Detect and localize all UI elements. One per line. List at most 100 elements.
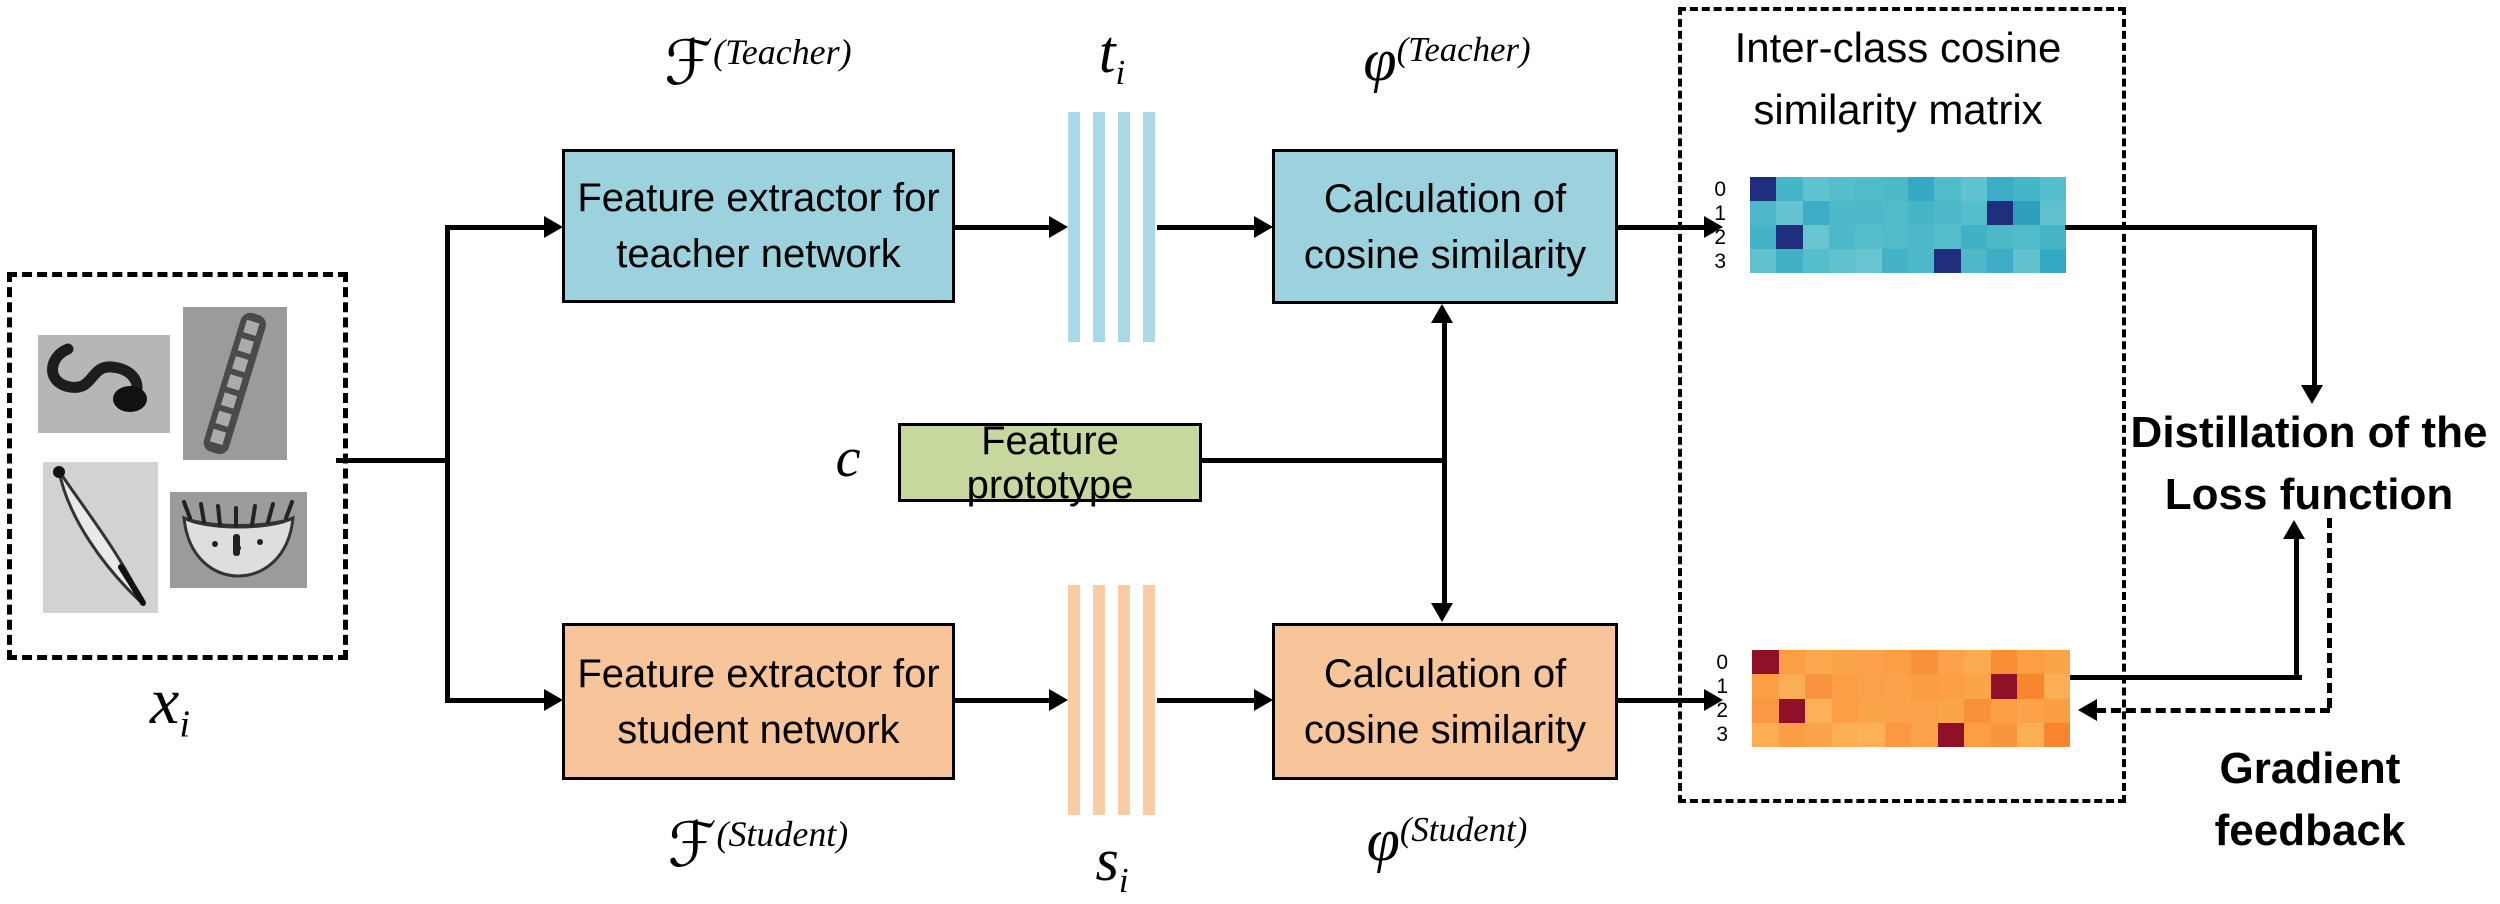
matrix-cell xyxy=(1802,225,1829,249)
arrowhead-input-to-student xyxy=(544,689,563,711)
matrix-cell xyxy=(1750,249,1777,273)
matrix-cell xyxy=(1960,177,1987,201)
matrix-cell xyxy=(1964,674,1991,699)
matrix-cell xyxy=(2017,722,2044,747)
arrow-teacher-cosine-to-matrix xyxy=(1618,225,1704,230)
matrix-cell xyxy=(1855,201,1882,225)
matrix-cell xyxy=(1934,249,1961,273)
matrix-cell xyxy=(2013,249,2040,273)
arrowhead-to-loss-function xyxy=(2283,520,2305,539)
arrow-teacher-to-features xyxy=(955,225,1049,230)
matrix-cell xyxy=(1911,674,1938,699)
matrix-cell xyxy=(1937,722,1964,747)
plankton-worm-image xyxy=(38,335,170,433)
matrix-cell xyxy=(1752,674,1779,699)
arrow-features-to-student-cosine xyxy=(1157,698,1254,703)
input-sample-dashed-box xyxy=(7,272,348,660)
matrix-cell xyxy=(1750,177,1777,201)
matrix-cell xyxy=(1776,177,1803,201)
matrix-cell xyxy=(1908,249,1935,273)
teacher-cosine-label-line2: cosine similarity xyxy=(1303,232,1587,277)
matrix-cell xyxy=(1934,225,1961,249)
matrix-cell xyxy=(1964,698,1991,723)
matrix-cell xyxy=(1960,201,1987,225)
matrix-row-label: 0 xyxy=(1716,650,1728,674)
distillation-loss-line2: Loss function xyxy=(2164,470,2454,519)
matrix-cell xyxy=(1881,249,1908,273)
feature-bar xyxy=(1093,112,1105,342)
input-symbol-label: xi xyxy=(150,665,190,746)
matrix-row-label: 3 xyxy=(1716,723,1728,747)
matrix-cell xyxy=(1908,225,1935,249)
matrix-cell xyxy=(1778,722,1805,747)
matrix-cell xyxy=(1908,177,1935,201)
student-extractor-label-line2: student network xyxy=(617,707,900,752)
matrix-cell xyxy=(1831,698,1858,723)
arrow-student-to-features xyxy=(955,698,1049,703)
feature-prototype-box: Feature prototype xyxy=(898,419,1202,507)
matrix-cell xyxy=(1750,201,1777,225)
matrix-cell xyxy=(1937,650,1964,675)
arrowhead-input-to-teacher xyxy=(544,216,563,238)
arrowhead-teacher-cosine-to-matrix xyxy=(1704,216,1723,238)
branch-line xyxy=(445,225,450,703)
student-similarity-matrix xyxy=(1752,650,2070,747)
student-cosine-symbol: φ(Student) xyxy=(1366,807,1528,873)
matrix-cell xyxy=(1881,201,1908,225)
teacher-similarity-matrix xyxy=(1750,177,2066,273)
matrix-cell xyxy=(2013,177,2040,201)
matrix-row-label: 2 xyxy=(1716,699,1728,723)
matrix-cell xyxy=(1911,650,1938,675)
matrix-cell xyxy=(2013,225,2040,249)
feature-bar xyxy=(1118,585,1130,815)
matrix-cell xyxy=(2039,177,2066,201)
matrix-cell xyxy=(1934,177,1961,201)
matrix-cell xyxy=(1829,177,1856,201)
arrowhead-prototype-to-student-cosine xyxy=(1431,603,1453,622)
matrix-cell xyxy=(1858,698,1885,723)
input-connector-line xyxy=(336,458,448,463)
matrix-cell xyxy=(1884,674,1911,699)
matrix-cell xyxy=(1960,225,1987,249)
matrix-cell xyxy=(1802,249,1829,273)
prototype-symbol: c xyxy=(835,427,861,489)
matrix-row-label: 2 xyxy=(1714,225,1726,249)
matrix-cell xyxy=(1884,650,1911,675)
matrix-cell xyxy=(1805,650,1832,675)
matrix-row-label: 1 xyxy=(1716,674,1728,698)
distillation-loss-label: Distillation of the Loss function xyxy=(2118,402,2500,526)
matrix-cell xyxy=(1934,201,1961,225)
gradient-feedback-line-v xyxy=(2327,518,2332,708)
matrix-cell xyxy=(2039,249,2066,273)
matrix-cell xyxy=(1858,674,1885,699)
matrix-cell xyxy=(1831,722,1858,747)
matrix-cell xyxy=(1829,249,1856,273)
arrow-input-to-student xyxy=(445,698,544,703)
arrow-input-to-teacher xyxy=(445,225,544,230)
matrix-cell xyxy=(1987,225,2014,249)
feature-bar xyxy=(1143,112,1155,342)
teacher-cosine-symbol: φ(Teacher) xyxy=(1363,27,1531,93)
gradient-feedback-label: Gradient feedback xyxy=(2214,744,2406,855)
matrix-cell xyxy=(1778,674,1805,699)
matrix-cell xyxy=(2043,674,2070,699)
matrix-panel-title-line1: Inter-class cosine xyxy=(1734,24,2062,71)
matrix-cell xyxy=(1855,177,1882,201)
arrowhead-gradient-feedback xyxy=(2078,699,2097,721)
plankton-chain-diatom-image xyxy=(183,307,287,460)
student-features-symbol: si xyxy=(1095,827,1129,901)
matrix-cell xyxy=(1752,698,1779,723)
matrix-cell xyxy=(1960,249,1987,273)
arrowhead-student-cosine-to-matrix xyxy=(1704,689,1723,711)
matrix-cell xyxy=(1752,650,1779,675)
matrix-cell xyxy=(1937,674,1964,699)
matrix-cell xyxy=(1805,674,1832,699)
matrix-cell xyxy=(2017,698,2044,723)
teacher-cosine-box: Calculation of cosine similarity xyxy=(1272,149,1618,304)
matrix-cell xyxy=(1802,177,1829,201)
arrow-features-to-teacher-cosine xyxy=(1157,225,1254,230)
matrix-cell xyxy=(2039,225,2066,249)
arrowhead-features-to-student-cosine xyxy=(1254,689,1273,711)
gradient-feedback-line-h xyxy=(2096,708,2330,713)
